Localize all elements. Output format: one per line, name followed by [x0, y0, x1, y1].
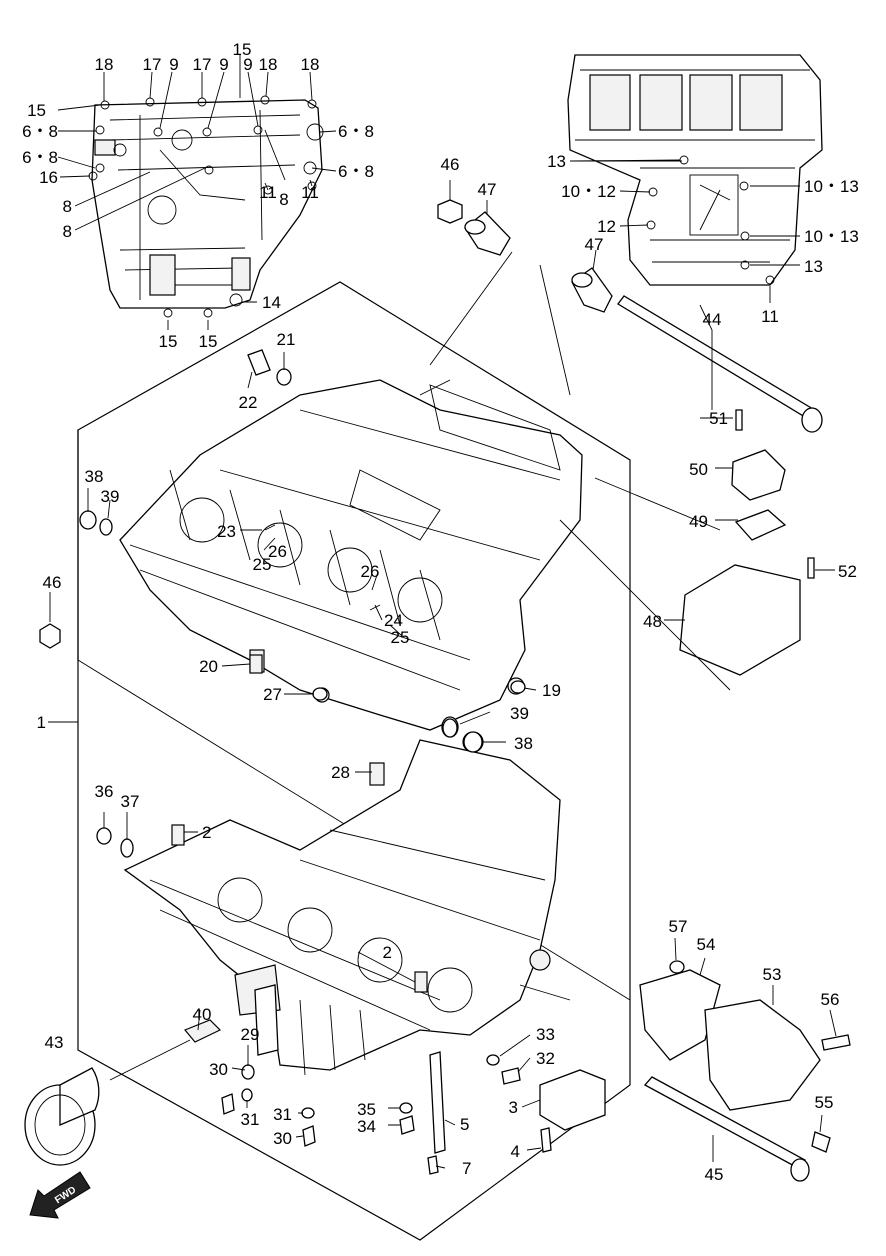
upper-crankcase-bolt-view	[57, 55, 337, 330]
callout-l32: 32	[536, 1049, 555, 1068]
callout-l35: 35	[357, 1100, 376, 1119]
callout-l4: 4	[511, 1142, 520, 1161]
callout-l15t: 15	[233, 40, 252, 59]
callout-l13b: 13	[804, 257, 823, 276]
callout-l56: 56	[821, 990, 840, 1009]
callout-l18a: 18	[95, 55, 114, 74]
callout-l1013b: 10・13	[804, 227, 859, 246]
callout-l17b: 17	[193, 55, 212, 74]
callout-l8a: 8	[63, 197, 72, 216]
callout-l8c: 8	[279, 190, 288, 209]
callout-l49: 49	[689, 512, 708, 531]
callout-l22: 22	[239, 393, 258, 412]
callout-l68c: 6・8	[338, 122, 374, 141]
callout-l25a: 25	[253, 555, 272, 574]
callout-l16: 16	[39, 168, 58, 187]
callout-l2b: 2	[383, 943, 392, 962]
callout-l13a: 13	[547, 152, 566, 171]
callout-l15b2: 15	[199, 332, 218, 351]
callout-l9c: 9	[243, 55, 252, 74]
callout-l11c: 11	[761, 307, 779, 326]
callout-l12: 12	[597, 217, 616, 236]
callout-l68a: 6・8	[22, 122, 58, 141]
callout-l27: 27	[263, 685, 282, 704]
callout-l1012: 10・12	[561, 182, 616, 201]
callout-l44: 44	[703, 310, 722, 329]
callout-l9a: 9	[169, 55, 178, 74]
callout-l53: 53	[763, 965, 782, 984]
callout-l19: 19	[542, 681, 561, 700]
callout-l38b: 38	[514, 734, 533, 753]
callout-l28: 28	[331, 763, 350, 782]
callout-l2a: 2	[202, 823, 211, 842]
callout-l33: 33	[536, 1025, 555, 1044]
callout-l43: 43	[45, 1033, 64, 1052]
callout-l40: 40	[193, 1005, 212, 1024]
callout-l5: 5	[460, 1115, 469, 1134]
fwd-arrow-icon: FWD	[29, 1171, 91, 1219]
callout-l18c: 18	[301, 55, 320, 74]
callout-l38a: 38	[85, 467, 104, 486]
callout-l8b: 8	[63, 222, 72, 241]
callout-l20: 20	[199, 657, 218, 676]
callout-l34: 34	[357, 1117, 376, 1136]
callout-l51: 51	[709, 409, 728, 428]
callout-l9b: 9	[219, 55, 228, 74]
callout-l39a: 39	[101, 487, 120, 506]
callout-l46b: 46	[43, 573, 62, 592]
callout-l31b: 31	[273, 1105, 292, 1124]
upper-crankcase	[119, 379, 583, 753]
callout-l47b: 47	[585, 235, 604, 254]
callout-l47a: 47	[478, 180, 497, 199]
loose-parts	[24, 199, 851, 1182]
callout-l46a: 46	[441, 155, 460, 174]
callout-l26b: 26	[361, 562, 380, 581]
callout-l52: 52	[838, 562, 857, 581]
callout-l24: 24	[384, 611, 403, 630]
callout-l25b: 25	[391, 628, 410, 647]
callout-l17a: 17	[143, 55, 162, 74]
callout-l50: 50	[689, 460, 708, 479]
callout-l36: 36	[95, 782, 114, 801]
callout-l7: 7	[462, 1159, 471, 1178]
callout-l54: 54	[697, 935, 716, 954]
callout-l23: 23	[217, 522, 236, 541]
callout-l15l: 15	[27, 101, 46, 120]
callout-l57: 57	[669, 917, 688, 936]
callout-l21: 21	[277, 330, 296, 349]
callout-l30b: 30	[273, 1129, 292, 1148]
callout-l68b: 6・8	[22, 148, 58, 167]
callout-l29: 29	[241, 1025, 260, 1044]
callout-l55: 55	[815, 1093, 834, 1112]
callout-l11b: 11	[301, 183, 319, 202]
callout-l68d: 6・8	[338, 162, 374, 181]
callout-l11a: 11	[259, 183, 277, 202]
leader-lines	[48, 160, 837, 1169]
lower-crankcase-bolt-view	[567, 54, 823, 303]
callout-l15b1: 15	[159, 332, 178, 351]
callout-l48: 48	[643, 612, 662, 631]
callout-l31a: 31	[241, 1110, 260, 1129]
callout-l1: 1	[37, 713, 46, 732]
callout-l30a: 30	[209, 1060, 228, 1079]
callout-l14: 14	[262, 293, 281, 312]
callout-l37: 37	[121, 792, 140, 811]
callout-l39b: 39	[510, 704, 529, 723]
callout-l18b: 18	[259, 55, 278, 74]
callout-l3: 3	[509, 1098, 518, 1117]
callout-l45: 45	[705, 1165, 724, 1184]
lower-crankcase	[123, 739, 561, 1076]
callout-l1013a: 10・13	[804, 177, 859, 196]
callout-l26a: 26	[268, 542, 287, 561]
